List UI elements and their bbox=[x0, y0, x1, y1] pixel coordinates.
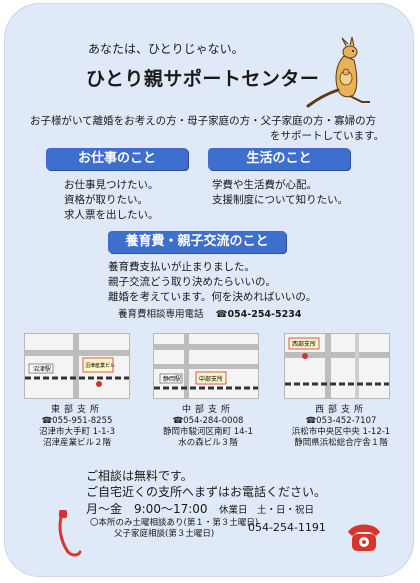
intro-text-cont: をサポートしています。 bbox=[270, 130, 385, 142]
consult-line: ご自宅近くの支所へまずはお電話ください。 bbox=[86, 485, 327, 499]
list-item: 親子交流どう取り決めたらいいの。 bbox=[108, 276, 276, 288]
branch-phone[interactable]: ☎055-951-8255 bbox=[41, 416, 113, 426]
map-label: 静岡駅 bbox=[163, 375, 181, 383]
closed-days: 休業日 土・日・祝日 bbox=[218, 505, 314, 516]
consult-line: ご相談は無料です。 bbox=[86, 469, 193, 483]
branch-phone[interactable]: ☎054-284-0008 bbox=[172, 416, 244, 426]
work-heading: お仕事のこと bbox=[46, 148, 188, 170]
branch-address: 静岡市駿河区南町 14-1 bbox=[163, 427, 253, 437]
branch-address: 水の森ビル３階 bbox=[178, 438, 238, 448]
central-branch-info: 中部支所 ☎054-284-0008 静岡市駿河区南町 14-1 水の森ビル３階 bbox=[150, 405, 266, 449]
map-label: 沼津産業ビル bbox=[85, 362, 115, 369]
hotline-number[interactable]: ☎054-254-5234 bbox=[215, 309, 302, 320]
branch-name: 東部支所 bbox=[50, 405, 103, 415]
central-branch-map: 静岡駅 中部支所 bbox=[153, 333, 259, 399]
branch-name: 中部支所 bbox=[181, 405, 234, 415]
child-heading: 養育費・親子交流のこと bbox=[108, 231, 286, 253]
list-item: 資格が取りたい。 bbox=[64, 194, 148, 206]
branch-address: 沼津産業ビル２階 bbox=[42, 438, 111, 448]
branch-address: 静岡県浜松総合庁舎１階 bbox=[294, 438, 388, 448]
page-title: ひとり親サポートセンター bbox=[86, 68, 320, 90]
telephone-icon bbox=[344, 520, 384, 558]
east-branch-map: 沼津駅 沼津産業ビル bbox=[24, 333, 130, 399]
father-note: 父子家庭相談(第３土曜日) bbox=[114, 529, 215, 539]
map-label: 中部支所 bbox=[199, 375, 223, 383]
branch-address: 沼津市大手町 1-1-3 bbox=[38, 427, 116, 437]
child-hotline: 養育費相談専用電話 ☎054-254-5234 bbox=[118, 306, 301, 320]
map-label: 沼津駅 bbox=[33, 365, 51, 373]
subtitle: あなたは、ひとりじゃない。 bbox=[88, 42, 244, 56]
list-item: 離婚を考えています。何を決めればいいの。 bbox=[108, 291, 317, 303]
branch-phone[interactable]: ☎053-452-7107 bbox=[305, 416, 377, 426]
west-branch-info: 西部支所 ☎053-452-7107 浜松市中央区中央 1-12-1 静岡県浜松… bbox=[280, 405, 402, 449]
east-branch-info: 東部支所 ☎055-951-8255 沼津市大手町 1-1-3 沼津産業ビル２階 bbox=[18, 405, 136, 449]
hours-text: 月〜金 9:00〜17:00 bbox=[86, 502, 208, 516]
office-hours: 月〜金 9:00〜17:00 休業日 土・日・祝日 bbox=[86, 500, 314, 517]
child-list: 養育費支払いが止まりました。 親子交流どう取り決めたらいいの。 離婚を考えていま… bbox=[108, 260, 316, 305]
map-label: 西部支所 bbox=[292, 340, 316, 348]
branch-name: 西部支所 bbox=[314, 405, 367, 415]
saturday-note: 〇本所のみ土曜相談あり(第１・第３土曜日) bbox=[90, 518, 259, 528]
life-list: 学費や生活費が心配。 支援制度について知りたい。 bbox=[212, 178, 348, 208]
list-item: お仕事見つけたい。 bbox=[64, 179, 159, 191]
intro-text: お子様がいて離婚をお考えの方・母子家庭の方・父子家庭の方・寡婦の方 bbox=[30, 115, 377, 127]
list-item: 養育費支払いが止まりました。 bbox=[108, 261, 255, 273]
main-phone[interactable]: 054-254-1191 bbox=[248, 521, 326, 534]
branch-address: 浜松市中央区中央 1-12-1 bbox=[291, 427, 391, 437]
west-branch-map: 西部支所 bbox=[284, 333, 390, 399]
kangaroo-icon bbox=[306, 36, 376, 112]
telephone-cord-icon bbox=[56, 508, 96, 562]
list-item: 求人票を出したい。 bbox=[64, 209, 159, 221]
work-list: お仕事見つけたい。 資格が取りたい。 求人票を出したい。 bbox=[64, 178, 159, 223]
life-heading: 生活のこと bbox=[208, 148, 350, 170]
consult-text: ご相談は無料です。 ご自宅近くの支所へまずはお電話ください。 bbox=[86, 468, 326, 500]
list-item: 支援制度について知りたい。 bbox=[212, 194, 349, 206]
list-item: 学費や生活費が心配。 bbox=[212, 179, 317, 191]
flyer-card bbox=[4, 3, 414, 577]
hotline-label: 養育費相談専用電話 bbox=[118, 309, 204, 320]
